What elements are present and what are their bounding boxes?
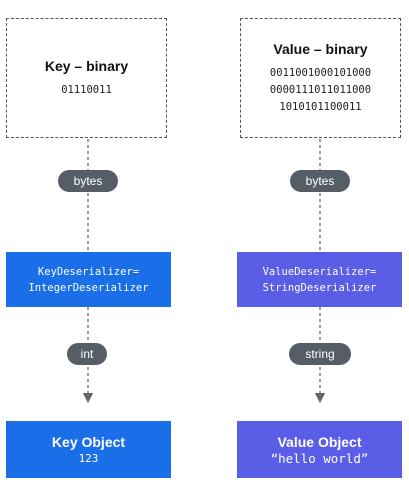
key-object-value: 123 xyxy=(78,451,99,465)
key-object-title: Key Object xyxy=(51,433,126,450)
value-binary-line: 1010101100011 xyxy=(279,100,362,113)
value-object-box: Value Object “hello world” xyxy=(237,421,402,478)
value-object-title: Value Object xyxy=(277,433,362,450)
key-binary-box: Key – binary 01110011 xyxy=(6,18,167,138)
key-type-pill: int xyxy=(67,343,107,365)
value-binary-title: Value – binary xyxy=(273,40,368,57)
key-deserializer-line: KeyDeserializer= xyxy=(37,265,140,278)
key-binary-line: 01110011 xyxy=(61,83,112,96)
value-binary-line: 0000111011011000 xyxy=(269,83,372,96)
key-bytes-pill: bytes xyxy=(58,170,118,192)
key-deserializer-box: KeyDeserializer= IntegerDeserializer xyxy=(6,252,171,307)
value-binary-line: 0011001000101000 xyxy=(269,66,372,79)
value-deserializer-line: StringDeserializer xyxy=(262,281,377,294)
value-binary-box: Value – binary 0011001000101000 00001110… xyxy=(240,18,401,138)
value-bytes-pill: bytes xyxy=(290,170,350,192)
key-deserializer-line: IntegerDeserializer xyxy=(28,281,149,294)
value-deserializer-box: ValueDeserializer= StringDeserializer xyxy=(237,252,402,307)
key-object-box: Key Object 123 xyxy=(6,421,171,478)
value-deserializer-line: ValueDeserializer= xyxy=(262,265,377,278)
key-binary-title: Key – binary xyxy=(44,57,129,74)
value-type-pill: string xyxy=(289,343,351,365)
value-object-value: “hello world” xyxy=(270,450,369,466)
